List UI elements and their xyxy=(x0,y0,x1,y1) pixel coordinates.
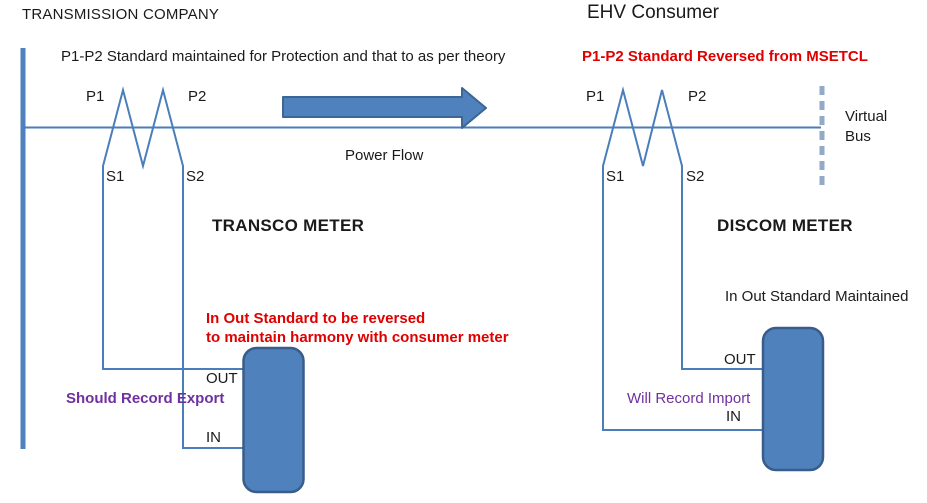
virtual-bus-label: Virtual Bus xyxy=(845,108,888,146)
discom-out-label: OUT xyxy=(724,351,756,368)
right-ct-circuit xyxy=(602,86,763,431)
left-ct-p1-label: P1 xyxy=(86,88,105,105)
transco-in-label: IN xyxy=(206,429,221,446)
transco-meter-title: TRANSCO METER xyxy=(212,216,365,235)
left-ct-p2-label: P2 xyxy=(188,88,207,105)
power-flow-arrow xyxy=(282,87,487,129)
right-standard-maintained-note: In Out Standard Maintained xyxy=(725,288,909,305)
discom-meter-box xyxy=(761,326,825,472)
right-ct-s1-label: S1 xyxy=(606,168,625,185)
discom-in-label: IN xyxy=(726,408,741,425)
discom-meter-title: DISCOM METER xyxy=(717,216,853,235)
right-ct-p2-label: P2 xyxy=(688,88,707,105)
left-ct-s2-label: S2 xyxy=(186,168,205,185)
right-ct-s2-label: S2 xyxy=(686,168,705,185)
transco-meter-box xyxy=(242,346,305,494)
left-ct-circuit xyxy=(102,86,243,449)
transco-out-label: OUT xyxy=(206,370,238,387)
left-reversal-warning: In Out Standard to be reversed to mainta… xyxy=(206,310,509,346)
left-standard-note: P1-P2 Standard maintained for Protection… xyxy=(61,48,506,65)
should-record-export-note: Should Record Export xyxy=(66,390,225,407)
left-ct-s1-label: S1 xyxy=(106,168,125,185)
right-ct-p1-label: P1 xyxy=(586,88,605,105)
right-standard-note: P1-P2 Standard Reversed from MSETCL xyxy=(582,48,868,65)
transmission-company-title: TRANSMISSION COMPANY xyxy=(22,6,220,23)
will-record-import-note: Will Record Import xyxy=(627,390,751,407)
ehv-consumer-title: EHV Consumer xyxy=(587,2,719,23)
power-flow-label: Power Flow xyxy=(345,147,424,164)
